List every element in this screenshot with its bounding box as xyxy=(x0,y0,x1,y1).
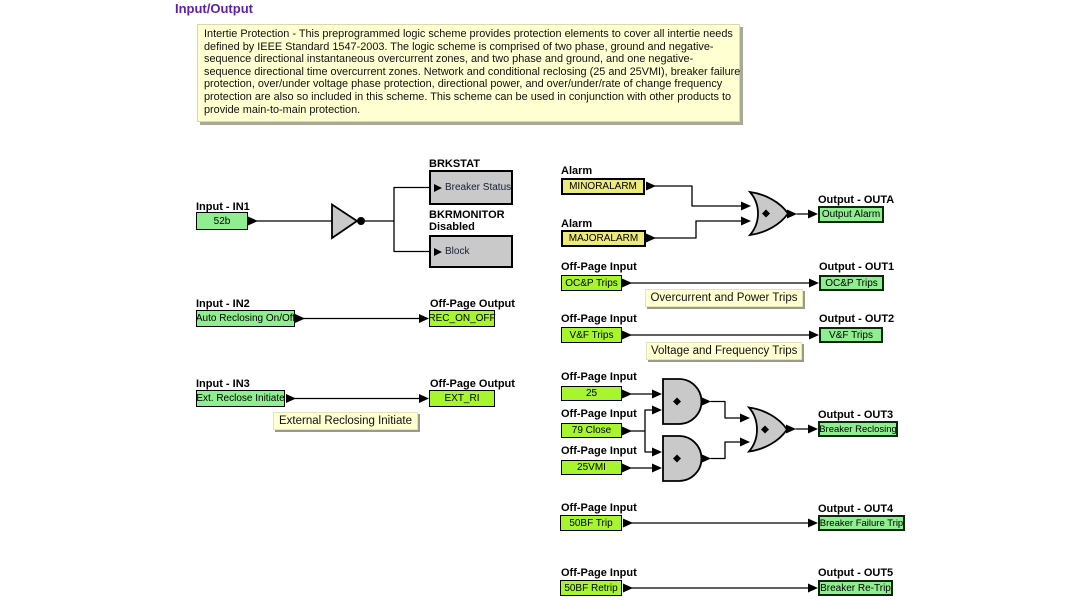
alarm1-label: Alarm xyxy=(561,165,593,177)
description-line: protection are also so included in this … xyxy=(204,90,732,103)
input-in3-box[interactable]: Ext. Reclose Initiate xyxy=(196,390,285,407)
arrowheads xyxy=(248,181,819,593)
output-out4-label: Output - OUT4 xyxy=(818,503,894,515)
in-79close-box[interactable]: 79 Close xyxy=(561,423,622,438)
or-gate-alarm-dot-icon xyxy=(762,209,770,218)
output-out2-label: Output - OUT2 xyxy=(819,313,895,325)
and-gate-2-dot-icon xyxy=(673,454,681,463)
output-out3-label: Output - OUT3 xyxy=(818,409,894,421)
breaker-status-text: Breaker Status xyxy=(445,182,512,193)
vf-trips-out-box[interactable]: V&F Trips xyxy=(819,327,883,343)
description-line: protection, over/under voltage phase pro… xyxy=(204,78,723,91)
brkstat-label: BRKSTAT xyxy=(429,158,480,170)
input-in3-label: Input - IN3 xyxy=(196,378,250,390)
and-gate-1[interactable] xyxy=(662,378,703,425)
in-25-box[interactable]: 25 xyxy=(561,386,622,401)
description-line: provide main-to-main protection. xyxy=(204,103,361,116)
breaker-re-trip-box[interactable]: Breaker Re-Trip xyxy=(818,580,893,596)
breaker-failure-trip-box[interactable]: Breaker Failure Trip xyxy=(818,515,905,531)
or-gate-reclosing-dot-icon xyxy=(761,425,769,434)
offpage-output-label: Off-Page Output xyxy=(430,298,515,310)
voltage-frequency-caption: Voltage and Frequency Trips xyxy=(646,342,802,360)
offpage-input-label: Off-Page Input xyxy=(561,371,637,383)
50bf-trip-box[interactable]: 50BF Trip xyxy=(560,515,622,531)
vf-trips-in-box[interactable]: V&F Trips xyxy=(561,327,622,343)
and-gate-2[interactable] xyxy=(662,435,703,482)
offpage-input-label: Off-Page Input xyxy=(561,502,637,514)
output-out1-label: Output - OUT1 xyxy=(819,261,895,273)
description-line: defined by IEEE Standard 1547-2003. The … xyxy=(204,40,714,53)
breaker-status-block[interactable]: Breaker Status xyxy=(429,170,513,205)
input-in2-box[interactable]: Auto Reclosing On/Off xyxy=(196,310,295,327)
rec-on-off-box[interactable]: REC_ON_OFF xyxy=(428,310,496,327)
output-outa-label: Output - OUTA xyxy=(818,194,895,206)
offpage-input-label: Off-Page Input xyxy=(561,567,637,579)
in-25vmi-box[interactable]: 25VMI xyxy=(561,460,622,475)
offpage-input-label: Off-Page Input xyxy=(561,445,637,457)
input-in1-box[interactable]: 52b xyxy=(196,212,248,230)
and-gate-1-dot-icon xyxy=(673,397,681,406)
wire-lines xyxy=(249,185,811,589)
bkrmonitor-label: BKRMONITOR xyxy=(429,209,505,221)
buffer-gate[interactable] xyxy=(331,202,359,240)
offpage-input-label: Off-Page Input xyxy=(561,261,637,273)
external-reclosing-caption: External Reclosing Initiate xyxy=(273,412,418,430)
description-line: sequence directional instantaneous overc… xyxy=(204,53,694,66)
description-note: Intertie Protection - This preprogrammed… xyxy=(197,24,741,123)
bkrmonitor-status: Disabled xyxy=(429,221,475,233)
page-title: Input/Output xyxy=(175,1,253,16)
block-block[interactable]: Block xyxy=(429,235,513,268)
minoralarm-box[interactable]: MINORALARM xyxy=(561,178,645,195)
input-arrow-icon xyxy=(434,247,442,256)
description-line: Intertie Protection - This preprogrammed… xyxy=(204,28,733,40)
input-arrow-icon xyxy=(434,183,442,192)
block-text: Block xyxy=(445,246,470,257)
alarm2-label: Alarm xyxy=(561,218,593,230)
offpage-input-label: Off-Page Input xyxy=(561,313,637,325)
input-in1-label: Input - IN1 xyxy=(196,201,250,213)
offpage-output-label: Off-Page Output xyxy=(430,378,515,390)
wires xyxy=(249,185,811,589)
overcurrent-caption: Overcurrent and Power Trips xyxy=(645,289,803,307)
ocp-trips-out-box[interactable]: OC&P Trips xyxy=(819,275,884,291)
breaker-reclosing-box[interactable]: Breaker Reclosing xyxy=(818,421,898,437)
ext-ri-box[interactable]: EXT_RI xyxy=(429,390,495,407)
output-out5-label: Output - OUT5 xyxy=(818,567,894,579)
50bf-retrip-box[interactable]: 50BF Retrip xyxy=(560,580,622,596)
input-in2-label: Input - IN2 xyxy=(196,298,250,310)
output-alarm-box[interactable]: Output Alarm xyxy=(818,206,884,223)
junction-dot xyxy=(357,217,365,225)
description-line: sequence directional time overcurrent zo… xyxy=(204,65,741,78)
majoralarm-box[interactable]: MAJORALARM xyxy=(561,230,646,247)
offpage-input-label: Off-Page Input xyxy=(561,408,637,420)
ocp-trips-in-box[interactable]: OC&P Trips xyxy=(561,275,622,291)
